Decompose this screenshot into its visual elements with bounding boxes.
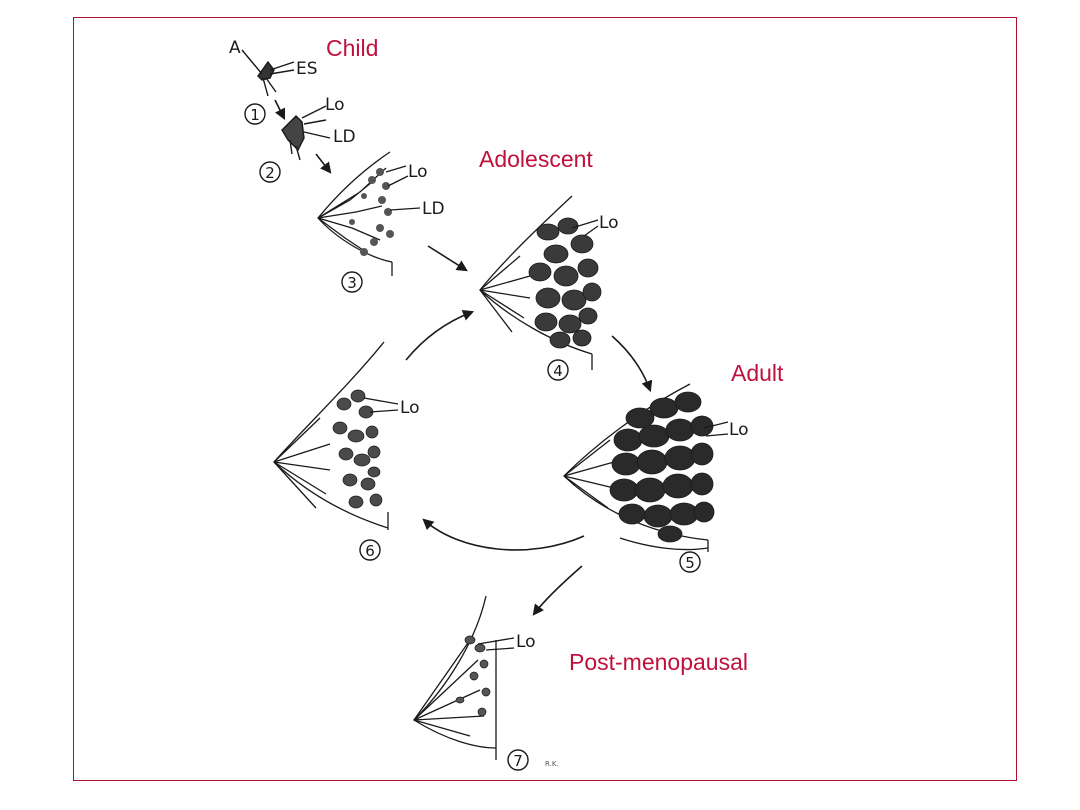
arrow-1-to-2 <box>274 99 286 121</box>
label-lo-5: Lo <box>729 420 749 440</box>
svg-text:4: 4 <box>553 362 563 380</box>
stage-number-7: 7 <box>507 749 529 771</box>
stage-3-drawing <box>317 151 421 276</box>
stage-4-drawing <box>479 195 602 370</box>
svg-text:7: 7 <box>513 752 523 770</box>
label-lo-4: Lo <box>599 213 619 233</box>
label-a: A <box>229 38 241 58</box>
label-lo-6: Lo <box>400 398 420 418</box>
stage-number-4: 4 <box>547 359 569 381</box>
stage-label-post-menopausal: Post-menopausal <box>569 649 748 675</box>
label-lo-3: Lo <box>408 162 428 182</box>
arrow-5-to-7 <box>532 565 583 616</box>
arrow-3-to-4 <box>427 245 468 272</box>
progression-arrows <box>274 99 653 616</box>
label-ld-3: LD <box>422 199 445 219</box>
stage-number-5: 5 <box>679 551 701 573</box>
stage-label-child: Child <box>326 35 379 61</box>
label-ld-2: LD <box>333 127 356 147</box>
arrow-4-to-5 <box>611 335 653 393</box>
stage-1-drawing <box>241 49 295 97</box>
svg-text:2: 2 <box>265 164 275 182</box>
stage-number-6: 6 <box>359 539 381 561</box>
arrow-2-to-3 <box>315 153 332 174</box>
svg-text:3: 3 <box>347 274 357 292</box>
stage-label-adolescent: Adolescent <box>479 146 593 172</box>
stage-2-drawing <box>281 105 331 161</box>
stage-6-drawing <box>273 341 399 530</box>
arrow-5-to-6 <box>422 518 585 551</box>
artist-signature: R.K. <box>545 760 559 768</box>
label-es-1: ES <box>296 59 318 79</box>
stage-label-adult: Adult <box>731 360 784 386</box>
arrow-6-to-4 <box>405 309 475 361</box>
stage-7-drawing <box>412 595 515 760</box>
stage-number-2: 2 <box>259 161 281 183</box>
svg-text:1: 1 <box>250 106 260 124</box>
label-lo-2: Lo <box>325 95 345 115</box>
stage-5-drawing <box>563 383 729 552</box>
stage-number-1: 1 <box>244 103 266 125</box>
stage-number-3: 3 <box>341 271 363 293</box>
slide-frame <box>73 17 1017 781</box>
svg-text:6: 6 <box>365 542 375 560</box>
svg-text:5: 5 <box>685 554 695 572</box>
label-lo-7: Lo <box>516 632 536 652</box>
